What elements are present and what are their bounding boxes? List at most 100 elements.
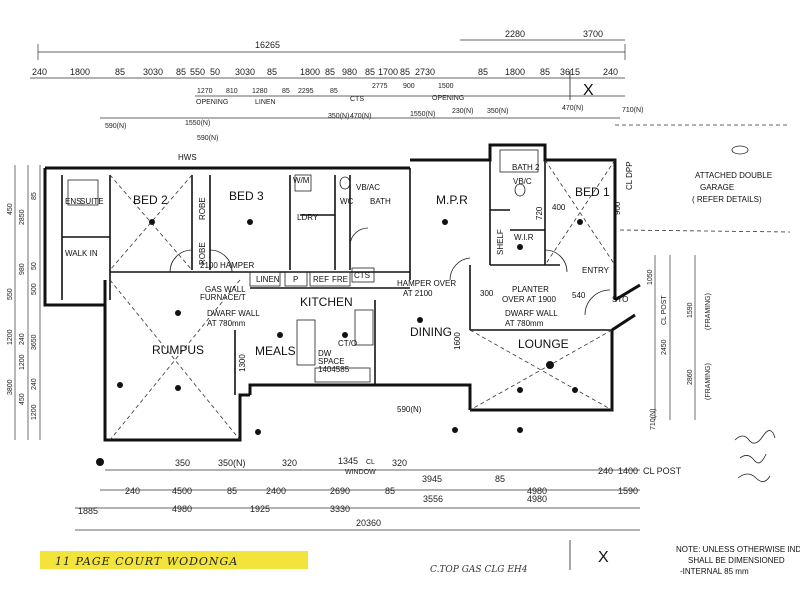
top-dimension-lines <box>30 39 626 119</box>
top-row4-dim: 470(N) <box>350 113 371 120</box>
room-bath-label: BATH <box>370 197 391 206</box>
cts-label: CTS <box>350 96 364 103</box>
bottom-row2-dim: 85 <box>385 486 395 496</box>
top-row2-dim: 1800 <box>300 67 320 77</box>
handwritten-signature <box>734 430 776 482</box>
top-row3-dim: 2775 <box>372 83 388 90</box>
room-vb-label: VB/AC <box>356 183 380 192</box>
right-dimension-lines <box>654 255 696 420</box>
note-dwarf2: DWARF WALL <box>505 309 558 318</box>
overall-top-dim: 16265 <box>255 40 280 50</box>
right-dim: 2860 <box>687 369 694 385</box>
note-sto: STO <box>612 295 628 304</box>
top-row2-dim: 3030 <box>143 67 163 77</box>
left-dim: 980 <box>19 263 26 275</box>
note-hamper: 2100 HAMPER <box>200 261 254 270</box>
room-ldry-label: LDRY <box>297 213 319 222</box>
bottom-row2-dim: 2690 <box>330 486 350 496</box>
left-dim: 85 <box>31 192 38 200</box>
bottom-row2-dim: 85 <box>495 474 505 484</box>
note-space: SPACE <box>318 357 345 366</box>
opening-label-2: OPENING <box>432 95 464 102</box>
top-row2-dim: 240 <box>32 67 47 77</box>
left-dim: 1200 <box>31 404 38 420</box>
top-row2-dim: 85 <box>176 67 186 77</box>
bottom-row1-dim: CL POST <box>643 466 682 476</box>
room-ens-label: ENS. <box>65 197 84 206</box>
note-furnace: FURNACE/T <box>200 293 246 302</box>
room-wm-label: W/M <box>293 176 310 185</box>
top-row4-dim: 350(N) <box>328 113 349 120</box>
note-dpp: CL DPP <box>625 161 634 190</box>
top-row2-dim: 1800 <box>70 67 90 77</box>
bottom-row3-dim: 4980 <box>527 494 547 504</box>
top-row2-dim: 2730 <box>415 67 435 77</box>
right-dim: 1590 <box>687 302 694 318</box>
bottom-row2-dim: 1590 <box>618 486 638 496</box>
note-dwarf1: DWARF WALL <box>207 309 260 318</box>
right-dim: 2450 <box>661 339 668 355</box>
top-row2-dim: 85 <box>365 67 375 77</box>
bottom-row3-dim: 1885 <box>78 506 98 516</box>
room-wc-label: WC <box>340 197 354 206</box>
room-robe-label: ROBE <box>198 197 207 220</box>
note-400: 400 <box>552 203 566 212</box>
top-row3-dim: 810 <box>226 88 238 95</box>
footer-note-line3: -INTERNAL 85 mm <box>680 567 749 576</box>
left-dim: 240 <box>19 333 26 345</box>
room-bath2-label: BATH 2 <box>512 163 540 172</box>
bottom-row3-dim: 1925 <box>250 504 270 514</box>
note-gaswall: GAS WALL <box>205 285 246 294</box>
top-row4-dim: 350(N) <box>487 108 508 115</box>
room-ref-label: REF <box>313 275 329 284</box>
room-bed1-label: BED 1 <box>575 185 610 199</box>
bottom-row1-dim: 320 <box>282 458 297 468</box>
top-row2-dim: 240 <box>603 67 618 77</box>
note-590n: 590(N) <box>397 405 422 414</box>
room-bed3-label: BED 3 <box>229 189 264 203</box>
left-dim: 450 <box>7 203 14 215</box>
house-outer-walls <box>43 143 641 442</box>
left-dim: 500 <box>31 283 38 295</box>
room-wir-label: W.I.R <box>514 233 534 242</box>
left-dim: 1200 <box>7 329 14 345</box>
bottom-row1-dim: 350 <box>175 458 190 468</box>
ceiling-lines <box>109 159 616 441</box>
note-300: 300 <box>480 289 494 298</box>
room-kitchen-label: KITCHEN <box>300 295 353 309</box>
bottom-row2-dim: 240 <box>125 486 140 496</box>
left-dim: 3800 <box>7 379 14 395</box>
room-suite-label: SUITE <box>80 197 104 206</box>
top-row2-dim: 85 <box>115 67 125 77</box>
address-label: 11 PAGE COURT WODONGA <box>55 555 238 568</box>
left-dimension-lines <box>14 165 41 440</box>
bottom-row1-dim: 240 <box>598 466 613 476</box>
room-fre-label: FRE <box>332 275 348 284</box>
note-hws: HWS <box>178 153 197 162</box>
room-p-label: P <box>293 275 298 284</box>
room-linen-label: LINEN <box>256 275 280 284</box>
garage-area <box>615 124 791 233</box>
bottom-row1-dim: WINDOW <box>345 469 376 476</box>
top-row4-dim: 590(N) <box>197 135 218 142</box>
room-rumpus-label: RUMPUS <box>152 343 204 357</box>
overall-bottom-dim: 20360 <box>356 518 381 528</box>
top-row3-dim: 2295 <box>298 88 314 95</box>
bottom-row1-dim: 320 <box>392 458 407 468</box>
note-number: 1404585 <box>318 365 350 374</box>
note-planter: PLANTER <box>512 285 549 294</box>
left-dim: 1200 <box>19 354 26 370</box>
left-dim: 240 <box>31 378 38 390</box>
note-900: 900 <box>613 201 622 215</box>
top-row4-dim: 470(N) <box>562 105 583 112</box>
room-lounge-label: LOUNGE <box>518 337 569 351</box>
top-row1-dim-0: 2280 <box>505 29 525 39</box>
room-mpr-label: M.P.R <box>436 193 468 207</box>
top-row4-dim: 590(N) <box>105 123 126 130</box>
top-row4-dim: 230(N) <box>452 108 473 115</box>
note-540: 540 <box>572 291 586 300</box>
room-dining-label: DINING <box>410 325 452 339</box>
top-row4-dim: 1550(N) <box>185 120 210 127</box>
room-vb2-label: VB/C <box>513 177 532 186</box>
